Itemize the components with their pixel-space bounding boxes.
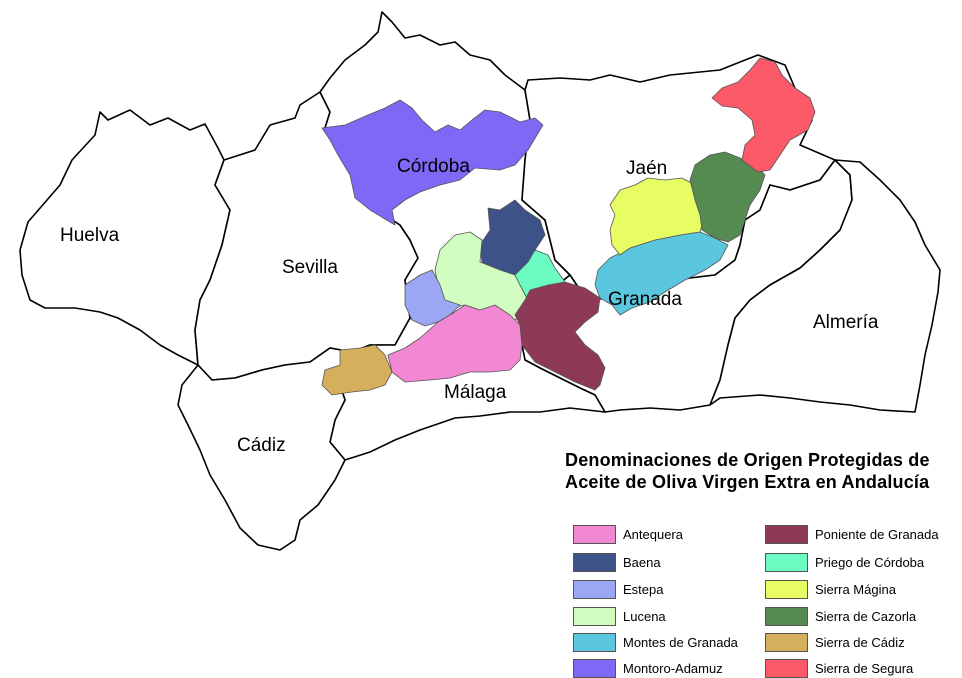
dop-poniente-granada — [514, 281, 606, 391]
legend-label: Sierra de Cazorla — [815, 608, 917, 624]
title-line-2: Aceite de Oliva Virgen Extra en Andalucí… — [565, 472, 930, 492]
legend-swatch — [765, 658, 808, 678]
legend-item-sierra-magina: Sierra Mágina — [765, 579, 896, 599]
legend-item-priego-cordoba: Priego de Córdoba — [765, 552, 924, 572]
legend-item-lucena: Lucena — [573, 606, 666, 626]
legend-swatch — [765, 552, 808, 572]
dop-sierra-cadiz — [321, 344, 393, 396]
legend-item-sierra-segura: Sierra de Segura — [765, 658, 913, 678]
legend-swatch — [573, 658, 616, 678]
legend-item-sierra-cazorla: Sierra de Cazorla — [765, 606, 916, 626]
map-title: Denominaciones de Origen Protegidas de A… — [565, 449, 930, 493]
dop-antequera — [387, 304, 523, 383]
legend-swatch — [765, 606, 808, 626]
legend-label: Sierra de Segura — [815, 660, 914, 676]
legend-item-baena: Baena — [573, 552, 661, 572]
legend-label: Poniente de Granada — [815, 526, 939, 542]
legend-swatch — [573, 606, 616, 626]
legend-label: Montoro-Adamuz — [623, 660, 723, 676]
dop-montoro-adamuz — [321, 99, 544, 226]
legend-item-montes-granada: Montes de Granada — [573, 632, 738, 652]
title-line-1: Denominaciones de Origen Protegidas de — [565, 450, 930, 470]
label-sevilla: Sevilla — [282, 257, 338, 278]
legend-swatch — [573, 632, 616, 652]
legend-swatch — [765, 632, 808, 652]
legend-item-sierra-cadiz: Sierra de Cádiz — [765, 632, 905, 652]
province-almeria — [709, 159, 941, 413]
label-cadiz: Cádiz — [237, 435, 286, 456]
legend: Antequera Baena Estepa Lucena Montes de … — [573, 524, 958, 678]
label-huelva: Huelva — [60, 225, 120, 246]
legend-item-poniente-granada: Poniente de Granada — [765, 524, 939, 544]
legend-label: Lucena — [623, 608, 666, 624]
legend-label: Montes de Granada — [623, 634, 738, 650]
legend-item-antequera: Antequera — [573, 524, 683, 544]
legend-label: Sierra Mágina — [815, 581, 896, 597]
legend-swatch — [573, 552, 616, 572]
legend-swatch — [573, 579, 616, 599]
label-malaga: Málaga — [444, 382, 507, 403]
label-cordoba: Córdoba — [397, 156, 470, 177]
legend-swatch — [765, 579, 808, 599]
legend-item-estepa: Estepa — [573, 579, 663, 599]
label-almeria: Almería — [813, 312, 879, 333]
province-cadiz — [177, 347, 353, 551]
label-granada: Granada — [608, 289, 682, 310]
legend-label: Priego de Córdoba — [815, 554, 925, 570]
legend-swatch — [573, 524, 616, 544]
label-jaen: Jaén — [626, 158, 667, 179]
legend-label: Baena — [623, 554, 661, 570]
legend-label: Estepa — [623, 581, 664, 597]
legend-swatch — [765, 524, 808, 544]
legend-label: Antequera — [623, 526, 683, 542]
dop-sierra-cazorla — [689, 151, 766, 243]
legend-label: Sierra de Cádiz — [815, 634, 905, 650]
legend-item-montoro-adamuz: Montoro-Adamuz — [573, 658, 723, 678]
dop-sierra-segura — [711, 57, 816, 173]
dop-sierra-magina — [609, 177, 706, 256]
dop-estepa — [404, 269, 461, 327]
